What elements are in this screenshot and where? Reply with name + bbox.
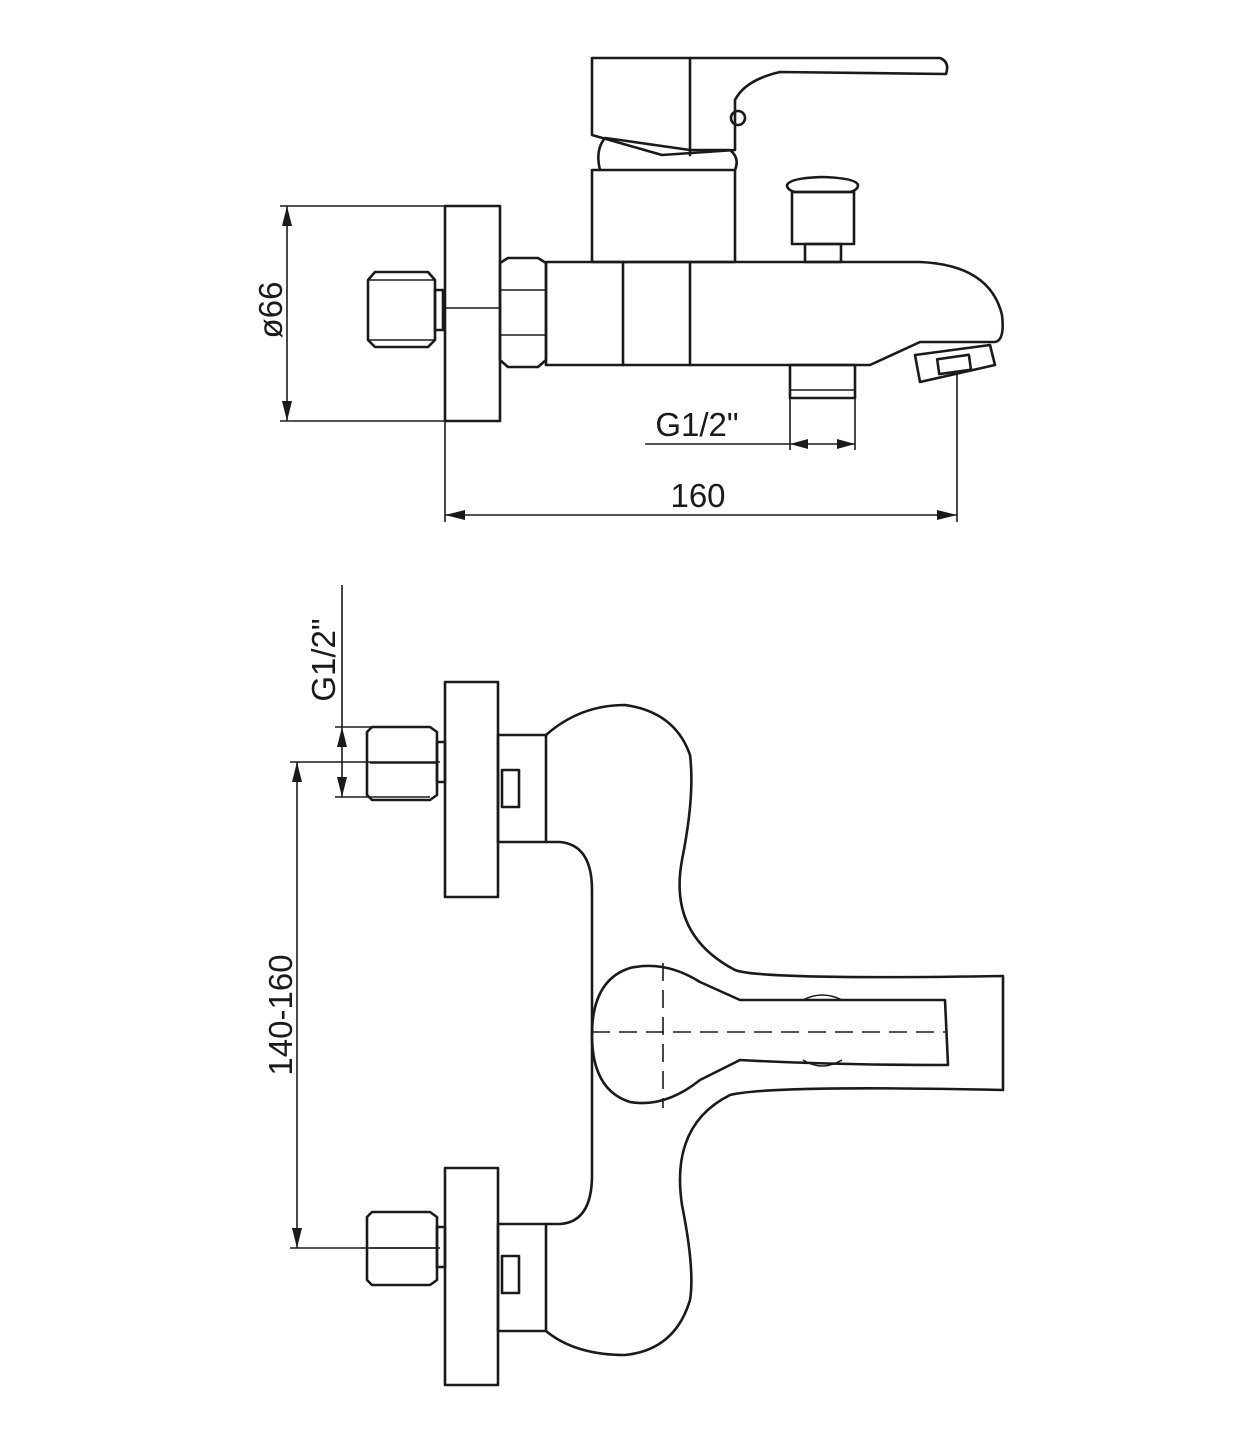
front-elevation-view: G1/2" 140-160 <box>262 585 1005 1387</box>
spacing-dimension: 140-160 <box>262 761 440 1249</box>
outlet-stub <box>788 363 857 400</box>
inlet-thread-label: G1/2" <box>305 618 342 701</box>
body-outline <box>544 703 1005 1357</box>
diameter-dimension: ø66 <box>252 205 445 422</box>
upper-inlet <box>365 680 548 899</box>
diverter-knob <box>785 175 860 264</box>
length-dimension: 160 <box>444 372 958 522</box>
inlet-nut <box>366 270 445 349</box>
lever-top-view <box>590 963 950 1108</box>
aerator <box>913 343 997 384</box>
mixer-body <box>544 260 1004 367</box>
side-elevation-view: ø66 G1/2" 160 <box>252 56 1004 522</box>
outlet-thread-dimension: G1/2" <box>645 398 856 450</box>
wall-rosette <box>443 204 502 423</box>
diameter-label: ø66 <box>252 282 289 339</box>
lower-inlet <box>365 1166 548 1387</box>
hex-coupling <box>498 256 548 369</box>
cartridge-lever <box>590 56 949 264</box>
outlet-thread-label: G1/2" <box>655 406 738 443</box>
spacing-label: 140-160 <box>262 954 299 1075</box>
length-label: 160 <box>670 477 725 514</box>
